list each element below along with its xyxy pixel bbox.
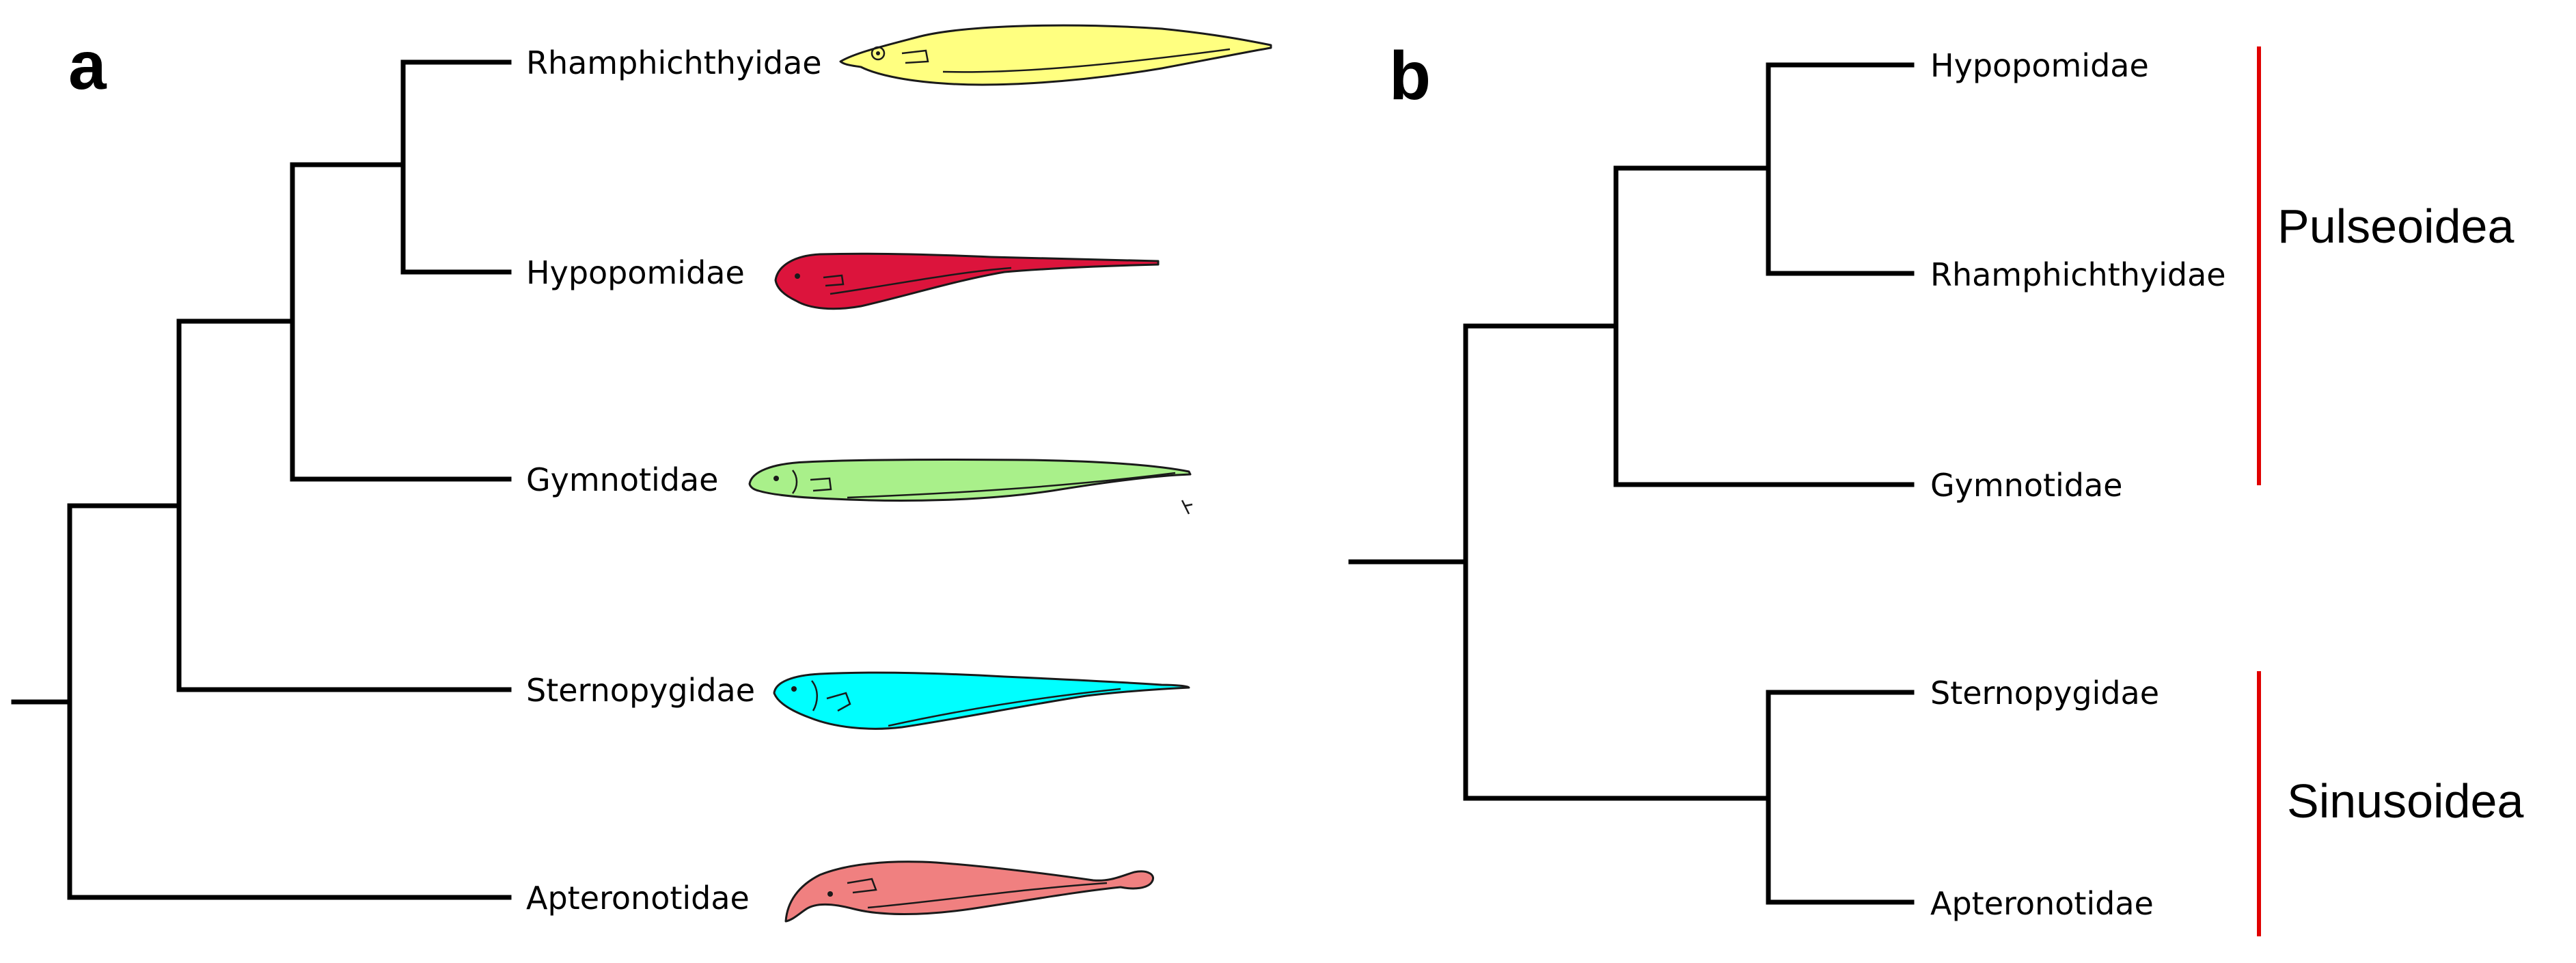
sinusoidea-label: Sinusoidea	[2287, 774, 2523, 828]
sternopygidae-fish-gill	[811, 680, 818, 711]
panel-b-tip-label-4: Sternopygidae	[1930, 675, 2159, 711]
panel-a-tip-label-1: Rhamphichthyidae	[526, 44, 822, 81]
apteronotidae-fish-eye	[827, 891, 833, 897]
panel-b-label: b	[1389, 38, 1431, 114]
gymnotidae-fish-lateral-line	[847, 472, 1176, 499]
sternopygidae-fish-fin	[826, 692, 851, 712]
gymnotidae-fish-tail-tip	[1181, 500, 1193, 515]
pulseoidea-label: Pulseoidea	[2277, 200, 2514, 253]
gymnotidae-fish-eye	[773, 476, 779, 481]
apteronotidae-fish-fin	[847, 878, 877, 894]
panel-a: a Rhamphichthyidae Hypopomidae Gymnotida…	[11, 24, 1272, 923]
panel-a-tip-label-2: Hypopomidae	[526, 254, 745, 291]
hypopomidae-fish-fin	[823, 274, 845, 287]
panel-b-tip-label-1: Hypopomidae	[1930, 47, 2149, 84]
sternopygidae-fish-illustration	[773, 671, 1190, 730]
sternopygidae-fish-ventral-line	[888, 688, 1121, 727]
gymnotidae-fish-fin	[810, 477, 832, 492]
hypopomidae-fish-illustration	[774, 252, 1160, 310]
apteronotidae-fish-lateral-line	[867, 882, 1108, 909]
gymnotidae-fish-body	[748, 458, 1192, 502]
rhamphichthyidae-fish-fin	[901, 49, 929, 64]
hypopomidae-fish-body	[774, 252, 1160, 310]
apteronotidae-fish-body	[784, 860, 1154, 923]
gymnotidae-fish-illustration	[748, 458, 1193, 515]
sternopygidae-fish-eye	[791, 686, 797, 692]
panel-a-tree-branches	[11, 59, 512, 900]
rhamphichthyidae-fish-body	[839, 24, 1272, 86]
gymnotidae-fish-gill	[791, 470, 798, 494]
rhamphichthyidae-fish-lateral-line	[942, 48, 1231, 73]
panel-b-tip-label-2: Rhamphichthyidae	[1930, 256, 2226, 293]
rhamphichthyidae-fish-illustration	[839, 24, 1272, 86]
apteronotidae-fish-illustration	[784, 860, 1154, 923]
rhamphichthyidae-fish-pupil	[876, 51, 880, 55]
panel-b-tip-label-3: Gymnotidae	[1930, 467, 2122, 504]
panel-a-tip-label-4: Sternopygidae	[526, 672, 755, 709]
panel-b: b Hypopomidae Rhamphichthyidae Gymnotida…	[1348, 38, 2523, 936]
panel-b-tree-branches	[1348, 62, 1915, 905]
panel-b-tip-label-5: Apteronotidae	[1930, 885, 2154, 922]
panel-a-label: a	[68, 27, 107, 104]
panel-a-tip-label-3: Gymnotidae	[526, 461, 718, 498]
sternopygidae-fish-body	[773, 671, 1190, 730]
hypopomidae-fish-ventral-line	[830, 267, 1012, 295]
panel-a-tip-label-5: Apteronotidae	[526, 880, 750, 917]
rhamphichthyidae-fish-eye	[871, 46, 886, 61]
hypopomidae-fish-eye	[795, 273, 800, 279]
